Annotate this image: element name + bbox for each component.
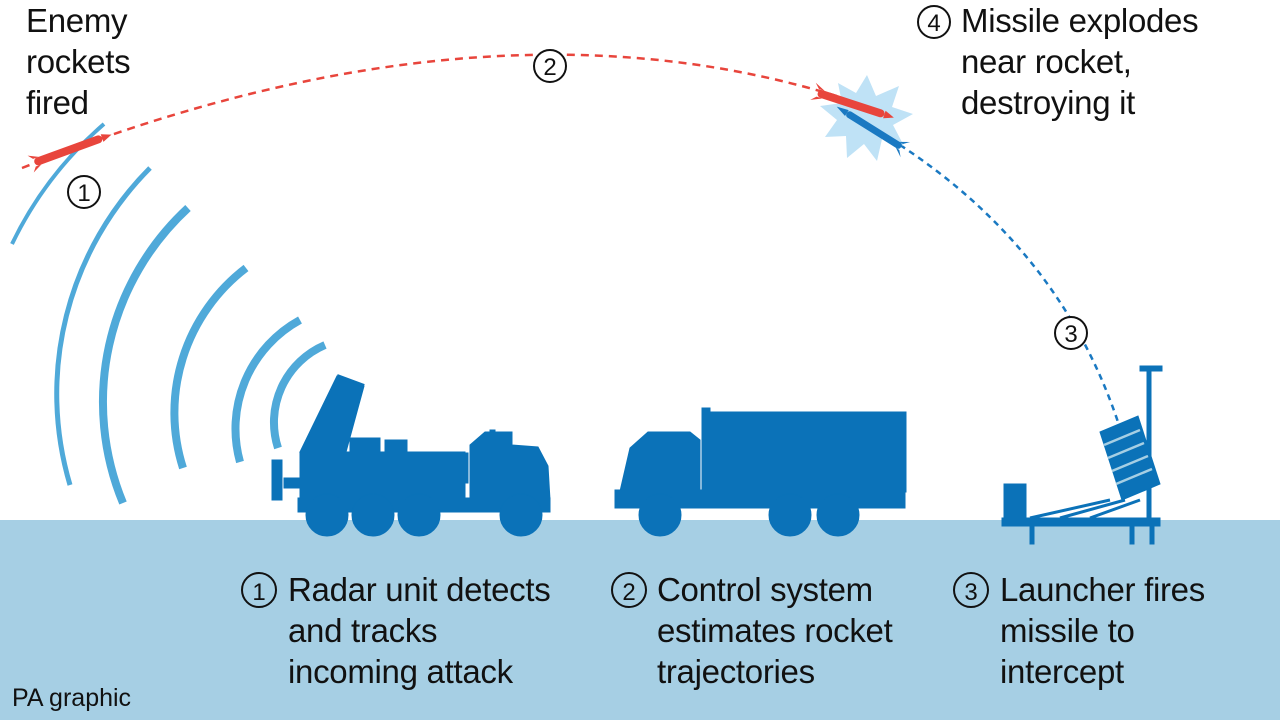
credit-label: PA graphic [12, 684, 132, 712]
step-2-number: 2 [622, 579, 635, 606]
marker-4: 4 [917, 5, 951, 39]
enemy-label-line: Enemy [26, 2, 128, 39]
control-truck-icon [614, 407, 907, 537]
marker-4-number: 4 [927, 10, 940, 37]
marker-3: 3 [1054, 316, 1088, 350]
step-2-caption-line: trajectories [657, 653, 815, 690]
step-1-caption: Radar unit detects and tracks incoming a… [288, 569, 551, 692]
marker-1-number: 1 [77, 180, 90, 207]
step-3-number: 3 [964, 579, 977, 606]
step-3-caption-line: Launcher fires [1000, 571, 1205, 608]
step4-label-line: destroying it [961, 84, 1136, 121]
step-1-caption-line: and tracks [288, 612, 438, 649]
ground-area [0, 520, 1280, 720]
step4-label-line: near rocket, [961, 43, 1132, 80]
step-2-caption-line: estimates rocket [657, 612, 893, 649]
rocket-icon [27, 134, 112, 173]
radar-waves [10, 122, 327, 505]
marker-1: 1 [67, 175, 101, 209]
launcher-tubes [1103, 428, 1153, 486]
step-1-caption-line: Radar unit detects [288, 571, 551, 608]
step4-label-line: Missile explodes [961, 2, 1199, 39]
rocket-trajectory [21, 53, 901, 170]
step-3-caption-line: intercept [1000, 653, 1124, 690]
rocket-icon [810, 82, 894, 119]
step-2-caption-line: Control system [657, 571, 873, 608]
step-3-caption-line: missile to [1000, 612, 1135, 649]
step-3-caption: Launcher fires missile to intercept [1000, 569, 1205, 692]
enemy-rockets-label: Enemy rockets fired [26, 0, 131, 123]
marker-2-number: 2 [543, 54, 556, 81]
enemy-label-line: fired [26, 84, 89, 121]
missile-explodes-label: Missile explodes near rocket, destroying… [961, 0, 1199, 123]
radar-truck-icon [271, 374, 551, 537]
step-3-number-badge: 3 [953, 572, 989, 608]
enemy-label-line: rockets [26, 43, 131, 80]
step-2-caption: Control system estimates rocket trajecto… [657, 569, 893, 692]
step-1-number: 1 [252, 579, 265, 606]
launcher-icon [1001, 365, 1163, 545]
marker-3-number: 3 [1064, 321, 1077, 348]
step-1-number-badge: 1 [241, 572, 277, 608]
interceptor-trajectory [899, 143, 1120, 423]
marker-2: 2 [533, 49, 567, 83]
step-2-number-badge: 2 [611, 572, 647, 608]
step-1-caption-line: incoming attack [288, 653, 513, 690]
